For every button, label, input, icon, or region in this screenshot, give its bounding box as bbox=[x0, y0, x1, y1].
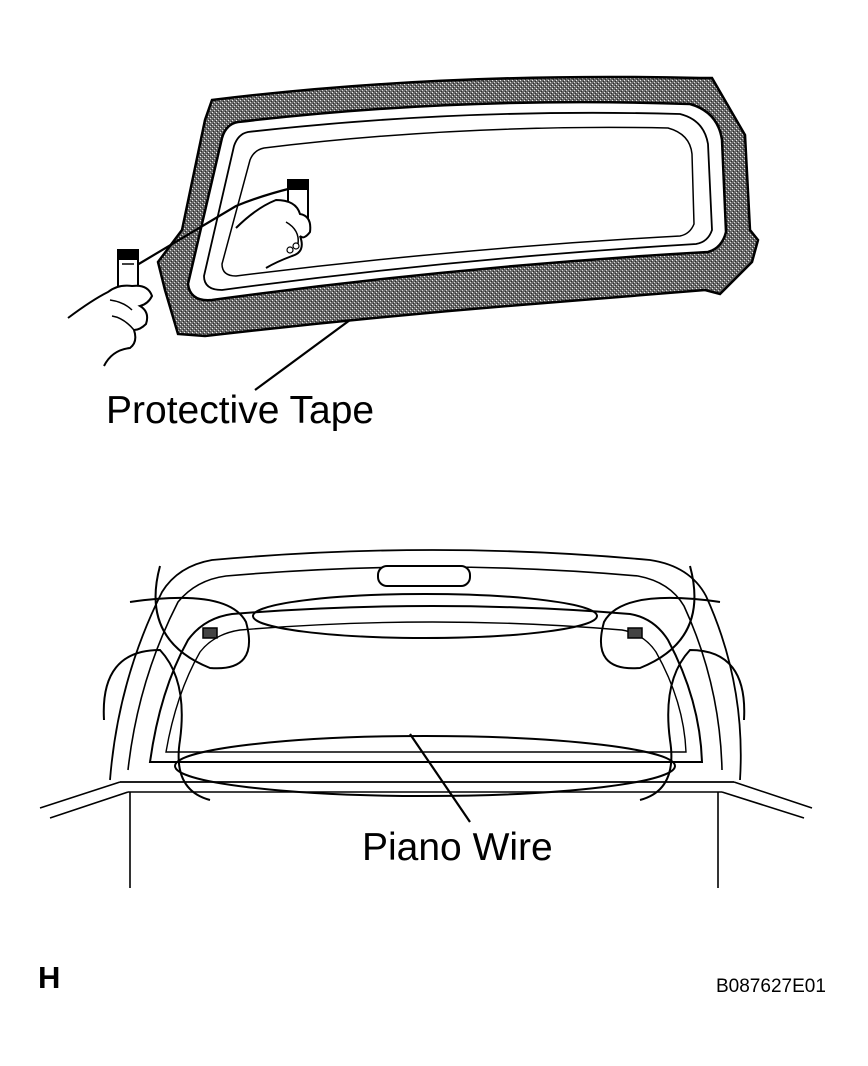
right-hand-with-grip bbox=[235, 179, 312, 269]
glass-dam-line bbox=[221, 126, 695, 277]
left-hand bbox=[67, 284, 154, 367]
glass-with-tape-illustration bbox=[67, 75, 760, 391]
back-door-illustration bbox=[39, 549, 813, 888]
piano-wire-leader bbox=[409, 733, 471, 823]
piano-wire-loops bbox=[102, 565, 746, 801]
left-clip bbox=[202, 627, 218, 639]
figure-id: B087627E01 bbox=[716, 976, 826, 997]
left-hand-with-grip bbox=[67, 249, 154, 367]
window-opening-frame bbox=[148, 605, 704, 763]
body-outer-line bbox=[109, 549, 742, 781]
right-hand bbox=[235, 198, 312, 269]
protective-tape-leader bbox=[254, 319, 351, 391]
window-opening-inner bbox=[165, 621, 687, 753]
section-letter: H bbox=[38, 960, 60, 995]
high-mount-stop-lamp bbox=[377, 565, 471, 587]
piano-wire-label: Piano Wire bbox=[362, 826, 553, 869]
glass-inner-edge bbox=[203, 111, 713, 291]
right-clip bbox=[627, 627, 643, 639]
piano-wire-strand bbox=[131, 186, 293, 269]
protective-tape-label: Protective Tape bbox=[106, 389, 374, 432]
